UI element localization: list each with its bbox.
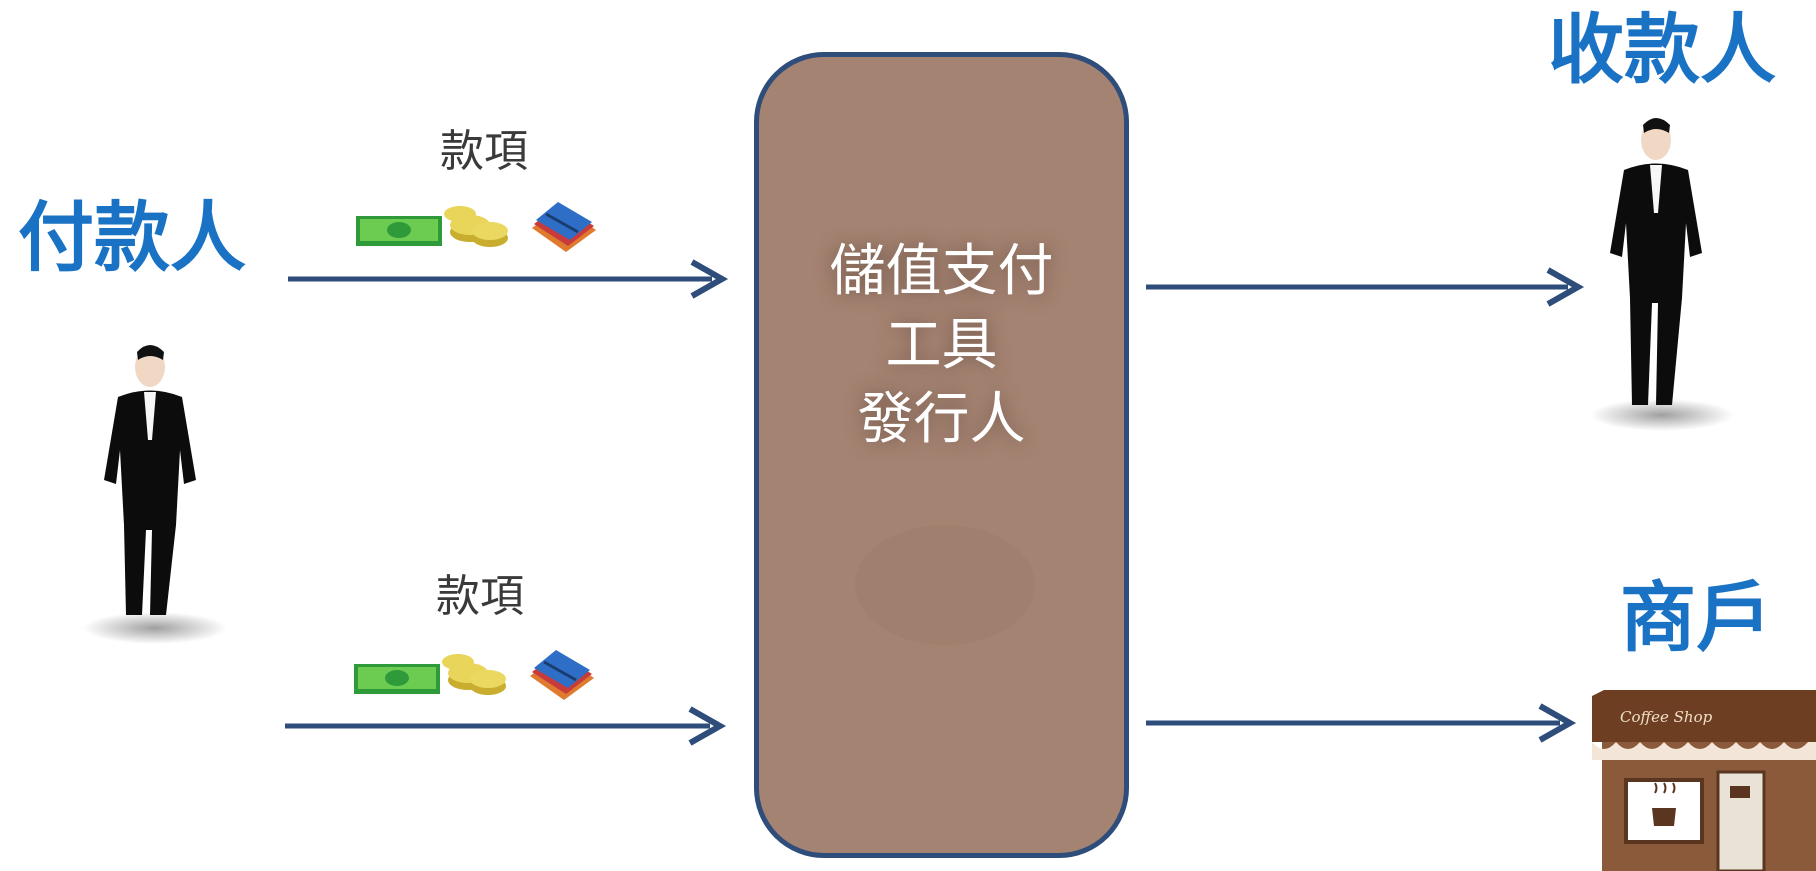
issuer-label-line-1: 儲值支付: [829, 239, 1054, 304]
merchant-label: 商戶: [1620, 573, 1772, 662]
arrow-issuer-to-merchant: [1146, 703, 1577, 743]
coffee-shop-icon: Coffee Shop: [1592, 690, 1816, 871]
payee-person-icon: [1590, 118, 1734, 431]
credit-card-icon-bottom: [530, 650, 594, 700]
payer-label: 付款人: [18, 193, 246, 282]
arrow-payer-to-issuer-top: [288, 259, 729, 299]
payee-label: 收款人: [1548, 5, 1776, 94]
money-label-bottom: 款項: [436, 571, 524, 622]
payer-person-icon: [83, 345, 227, 644]
arrow-issuer-to-payee: [1146, 267, 1585, 307]
issuer-box: 儲值支付 工具 發行人: [754, 52, 1129, 858]
issuer-label: 儲值支付 工具 發行人: [759, 235, 1124, 457]
issuer-label-line-2: 工具: [885, 313, 998, 378]
coffee-shop-sign: Coffee Shop: [1620, 708, 1713, 726]
credit-card-icon-top: [532, 202, 596, 252]
arrow-payer-to-issuer-bottom: [285, 706, 727, 746]
money-icon-top: [356, 206, 508, 247]
money-label-top: 款項: [440, 126, 528, 177]
issuer-smudge: [855, 525, 1035, 645]
issuer-label-line-3: 發行人: [857, 387, 1026, 452]
money-icon-bottom: [354, 654, 506, 695]
